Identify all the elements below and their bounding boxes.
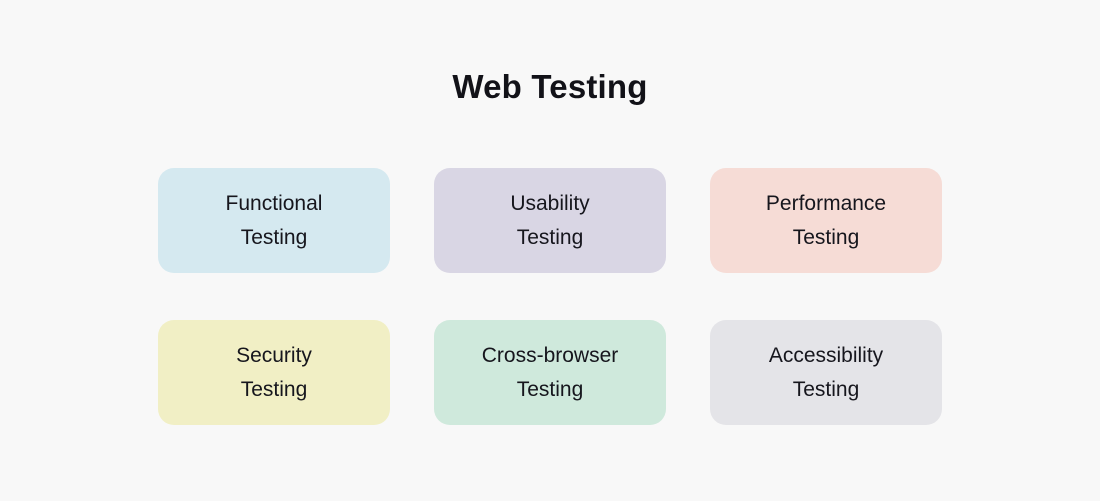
card-performance-testing: Performance Testing [710,168,942,273]
card-label-line: Testing [792,225,860,249]
card-label-line: Security [236,343,312,367]
card-cross-browser-testing: Cross-browser Testing [434,320,666,425]
card-label-line: Testing [516,377,584,401]
card-label-line: Testing [516,225,584,249]
card-label-line: Functional [225,191,323,215]
card-label-line: Performance [765,191,887,215]
card-label-line: Usability [510,191,590,215]
card-label-line: Testing [792,377,860,401]
card-label-line: Testing [240,225,308,249]
card-label-line: Accessibility [768,343,884,367]
card-accessibility-testing: Accessibility Testing [710,320,942,425]
card-security-testing: Security Testing [158,320,390,425]
card-label-line: Cross-browser [481,343,619,367]
card-functional-testing: Functional Testing [158,168,390,273]
card-grid: Functional Testing Usability Testing Per… [0,168,1100,425]
card-label-line: Testing [240,377,308,401]
card-usability-testing: Usability Testing [434,168,666,273]
page-title: Web Testing [452,68,648,105]
